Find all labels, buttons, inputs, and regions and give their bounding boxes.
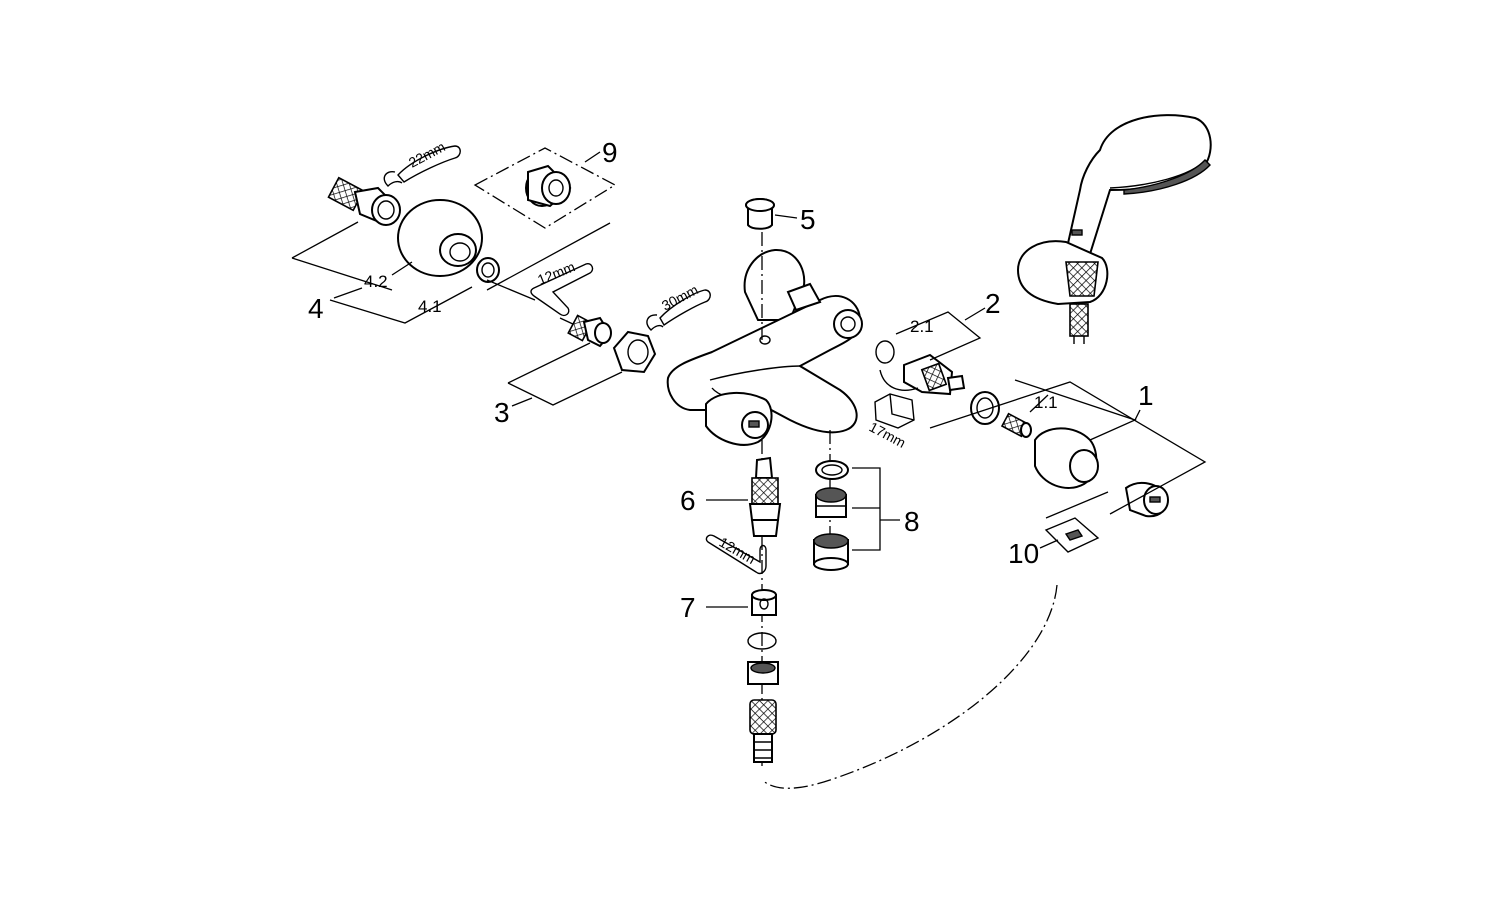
callout-1: 1 [1138, 380, 1154, 411]
part-4-bracket-top [291, 221, 359, 259]
rotation-arrow [879, 369, 919, 391]
part-4-wall-connector [327, 176, 401, 226]
part-10-label-plate [1044, 517, 1100, 553]
part-9-bracket-line [486, 222, 611, 291]
hex-socket-icon [874, 393, 915, 429]
part-6-group: 6 [680, 456, 782, 537]
part-8-ring [815, 460, 849, 480]
part-7-group: 7 [680, 589, 779, 763]
part-5-cover-cap [745, 198, 775, 230]
part-3-cap-nut [612, 330, 657, 374]
callout-5: 5 [800, 204, 816, 235]
mixer-body [666, 248, 863, 446]
shower-spray-face [1123, 158, 1211, 195]
part-9-outline-box [473, 147, 617, 229]
part-3-leader [511, 397, 533, 407]
part-10-leader [1039, 539, 1059, 549]
callout-2-1: 2.1 [910, 317, 934, 336]
callout-6: 6 [680, 485, 696, 516]
part-4-bracket-upper [291, 257, 393, 291]
allen-key-icon [705, 534, 767, 575]
part-7-nut [751, 589, 777, 616]
part-2-leader [964, 307, 986, 321]
part-3-s-union [567, 314, 612, 348]
callout-9: 9 [602, 137, 618, 168]
shower-hose-nut [1069, 303, 1089, 337]
part-5-group: 5 [745, 198, 816, 340]
part-4-1-washer [476, 257, 500, 283]
part-9-leader [584, 151, 601, 163]
part-9-adapter [525, 164, 572, 208]
callout-4-1: 4.1 [418, 297, 442, 316]
part-4-2-leader [391, 261, 413, 276]
callout-1-1: 1.1 [1034, 393, 1058, 412]
allen-key-icon [486, 262, 594, 317]
callout-3: 3 [494, 397, 510, 428]
part-2-1-o-ring [875, 340, 895, 364]
part-7-hose-connector [749, 699, 777, 763]
part-4-leader [333, 287, 363, 299]
open-end-wrench-icon [383, 145, 461, 187]
callout-2: 2 [985, 288, 1001, 319]
part-5-leader [774, 214, 798, 219]
mixer-left-handle [705, 391, 773, 446]
callout-4: 4 [308, 293, 324, 324]
tool-size-12mm-bottom: 12mm [717, 534, 759, 567]
part-1-handle [1034, 427, 1099, 489]
mixer-right-outlet [833, 309, 863, 339]
part-3-bracket-bottom [507, 371, 623, 406]
part-8-aerator-housing [813, 533, 849, 571]
part-10-group: 10 [1008, 491, 1109, 569]
part-8-aerator-insert [815, 487, 847, 518]
part-4-bracket-lower [329, 286, 473, 324]
callout-7: 7 [680, 592, 696, 623]
part-2-cartridge [903, 353, 966, 396]
part-4-group: 22mm 4 4.2 4.1 [291, 138, 500, 324]
part-7-o-ring [747, 632, 777, 650]
part-6-headpart [748, 456, 782, 537]
part-1-group: 1 1.1 [929, 379, 1207, 518]
part-1-bracket [929, 381, 1207, 515]
part-4-rosette [397, 199, 483, 277]
part-3-group: 30mm 3 [494, 281, 711, 428]
callout-4-2: 4.2 [364, 272, 388, 291]
hand-shower-group [1016, 114, 1212, 344]
mixer-rear-rosette [743, 248, 806, 321]
open-end-wrench-icon [646, 289, 711, 331]
part-9-adapter-group: 9 [473, 137, 618, 291]
part-8-group: 8 [813, 430, 920, 571]
tool-size-17mm: 17mm [867, 419, 909, 451]
callout-8: 8 [904, 506, 920, 537]
hose-connection-line [761, 584, 1058, 789]
callout-10: 10 [1008, 538, 1039, 569]
part-7-threaded-sleeve [747, 661, 779, 685]
part-1-cover-cap [1124, 481, 1169, 518]
part-3-bracket-top [507, 342, 591, 384]
part-1-1-screw [1000, 412, 1032, 438]
part-1-ring [970, 391, 1000, 425]
tool-size-22mm: 22mm [406, 138, 448, 170]
part-2-bracket [895, 311, 982, 361]
tool-size-30mm: 30mm [659, 281, 701, 313]
part-8-bracket [852, 467, 881, 551]
